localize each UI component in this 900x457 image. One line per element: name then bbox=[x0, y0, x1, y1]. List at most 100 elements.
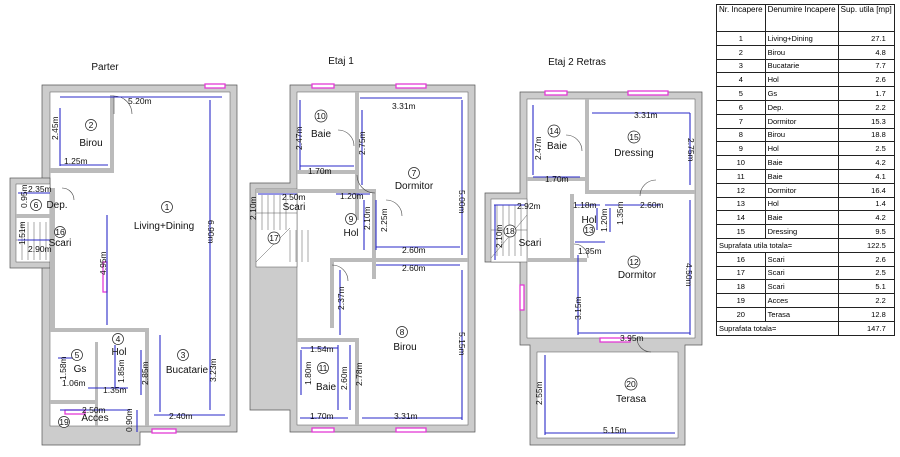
dim-e1-12: 2.37m bbox=[336, 286, 346, 310]
dim-e2-14: 2.55m bbox=[534, 381, 544, 405]
dim-e1-13: 5.15m bbox=[457, 332, 467, 356]
plan-parter: 5.20m 2.45m 1.25m 6.90m 2.35m 0.95m 1.51… bbox=[9, 83, 238, 446]
table-header-row: Nr. Incapere Denumire Incapere Sup. util… bbox=[716, 4, 895, 32]
dim-e1-18: 1.70m bbox=[310, 411, 334, 421]
dim-p-11: 1.35m bbox=[103, 385, 127, 395]
dim-e2-6: 2.60m bbox=[640, 200, 664, 210]
room-num: 17 bbox=[269, 233, 279, 243]
subtotal-row: Suprafata utila totala=122.5 bbox=[716, 237, 895, 253]
dim-p-15: 2.50m bbox=[82, 405, 106, 415]
room-num: 6 bbox=[34, 200, 39, 210]
dim-e1-0: 3.31m bbox=[392, 101, 416, 111]
room-name: Hol bbox=[111, 347, 126, 358]
dim-p-6: 1.51m bbox=[17, 221, 27, 245]
room-name: Acces bbox=[81, 413, 108, 424]
dim-e1-9: 2.10m bbox=[362, 206, 372, 230]
dim-p-14: 3.23m bbox=[208, 358, 218, 382]
dim-e1-4: 5.00m bbox=[457, 190, 467, 214]
dim-e1-3: 2.75m bbox=[357, 131, 367, 155]
room-num: 7 bbox=[412, 168, 417, 178]
dim-p-9: 1.58m bbox=[58, 356, 68, 380]
dim-e1-15: 1.80m bbox=[303, 361, 313, 385]
room-name: Dormitor bbox=[395, 181, 434, 192]
dim-e2-2: 2.75m bbox=[686, 138, 696, 162]
dim-p-2: 1.25m bbox=[64, 156, 88, 166]
room-name: Baie bbox=[547, 141, 567, 152]
room-name: Bucatarie bbox=[166, 365, 209, 376]
dim-e2-12: 3.15m bbox=[573, 296, 583, 320]
room-name: Dep. bbox=[46, 200, 67, 211]
room-num: 18 bbox=[505, 226, 515, 236]
room-name: Birou bbox=[393, 342, 416, 353]
dim-e2-0: 3.31m bbox=[634, 110, 658, 120]
dim-p-17: 0.90m bbox=[124, 408, 134, 432]
dim-p-3: 6.90m bbox=[206, 220, 216, 244]
dim-e2-11: 4.50m bbox=[684, 263, 694, 287]
room-name: Terasa bbox=[616, 394, 646, 405]
dim-e2-15: 5.15m bbox=[603, 425, 627, 435]
dim-e1-5: 2.50m bbox=[282, 192, 306, 202]
room-num: 1 bbox=[165, 202, 170, 212]
dim-e1-8: 2.25m bbox=[379, 208, 389, 232]
dim-e1-7: 2.10m bbox=[248, 196, 258, 220]
subtotal-value: 122.5 bbox=[837, 237, 895, 253]
dim-e2-10: 1.35m bbox=[578, 246, 602, 256]
room-name: Living+Dining bbox=[134, 221, 194, 232]
dim-e2-3: 1.70m bbox=[545, 174, 569, 184]
room-name: Dormitor bbox=[618, 270, 657, 281]
dim-p-8: 4.95m bbox=[98, 251, 108, 275]
header-name: Denumire Incapere bbox=[764, 4, 839, 32]
total-value: 147.7 bbox=[837, 320, 895, 336]
total-label: Suprafata totala= bbox=[716, 320, 839, 336]
dim-p-4: 2.35m bbox=[28, 184, 52, 194]
room-num: 5 bbox=[75, 350, 80, 360]
plan-etaj2: 3.31m 2.47m 2.75m 1.70m 2.92m 1.18m 2.60… bbox=[484, 90, 703, 446]
dim-e1-11: 2.60m bbox=[402, 263, 426, 273]
room-num: 14 bbox=[549, 126, 559, 136]
dim-e2-9: 2.10m bbox=[494, 224, 504, 248]
area-table: Nr. Incapere Denumire Incapere Sup. util… bbox=[716, 4, 895, 336]
floor-title-parter: Parter bbox=[91, 62, 119, 73]
dim-e1-2: 1.70m bbox=[308, 166, 332, 176]
dim-p-12: 2.85m bbox=[140, 361, 150, 385]
dim-e1-16: 2.60m bbox=[339, 366, 349, 390]
room-name: Hol bbox=[581, 215, 596, 226]
room-name: Scari bbox=[519, 238, 542, 249]
dim-e1-10: 2.60m bbox=[402, 245, 426, 255]
dim-e2-4: 2.92m bbox=[517, 201, 541, 211]
dim-e2-5: 1.18m bbox=[573, 200, 597, 210]
total-row: Suprafata totala=147.7 bbox=[716, 320, 895, 336]
dim-p-0: 5.20m bbox=[128, 96, 152, 106]
room-num: 9 bbox=[349, 214, 354, 224]
room-num: 13 bbox=[584, 225, 594, 235]
room-num: 3 bbox=[181, 350, 186, 360]
room-num: 20 bbox=[626, 379, 636, 389]
room-num: 4 bbox=[116, 334, 121, 344]
header-nr: Nr. Incapere bbox=[716, 4, 766, 32]
subtotal-label: Suprafata utila totala= bbox=[716, 237, 839, 253]
dim-e1-6: 1.20m bbox=[340, 191, 364, 201]
dim-e2-13: 3.95m bbox=[620, 333, 644, 343]
dim-e1-19: 3.31m bbox=[394, 411, 418, 421]
plan-etaj1: 3.31m 2.47m 1.70m 2.75m 5.00m 2.50m 1.20… bbox=[248, 83, 476, 433]
room-name: Scari bbox=[283, 202, 306, 213]
room-num: 2 bbox=[89, 120, 94, 130]
dim-p-5: 0.95m bbox=[19, 184, 29, 208]
room-name: Scari bbox=[49, 238, 72, 249]
room-num: 11 bbox=[319, 363, 328, 373]
dim-p-16: 2.40m bbox=[169, 411, 193, 421]
